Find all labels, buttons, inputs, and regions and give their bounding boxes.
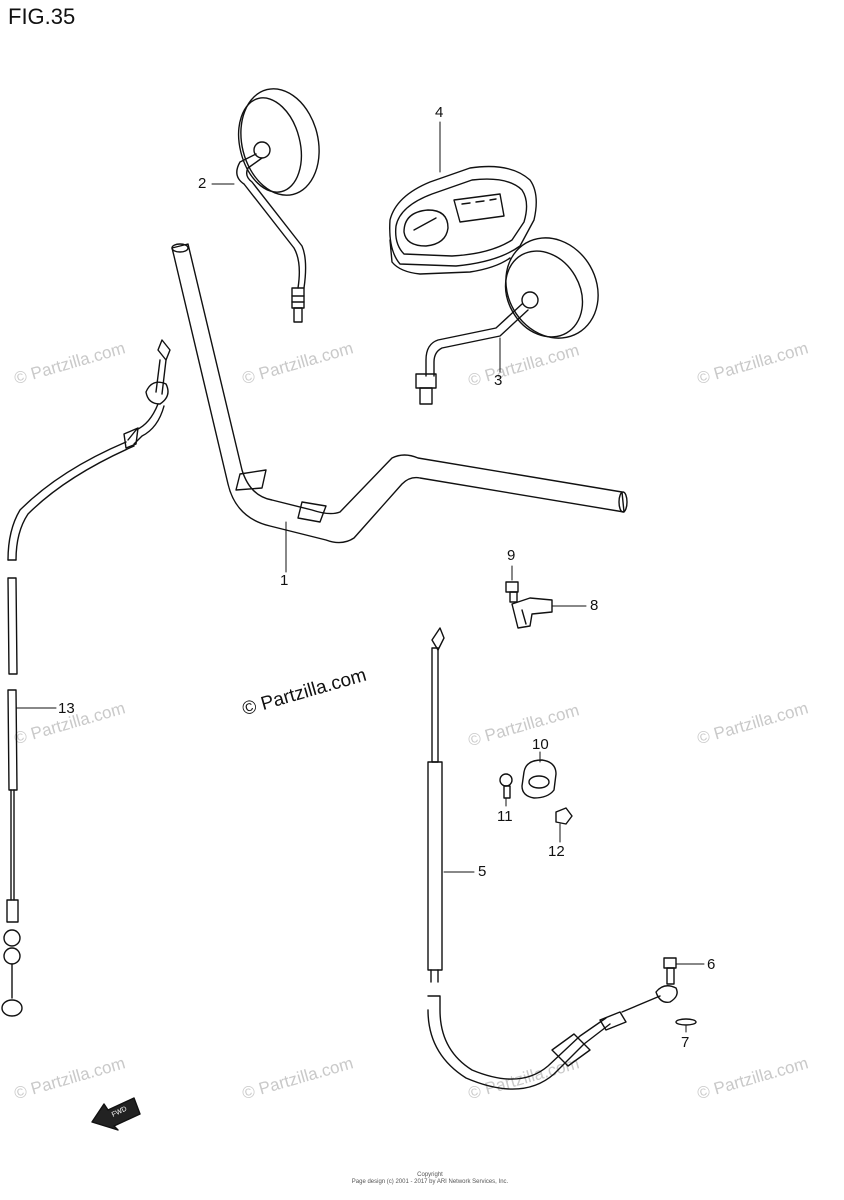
copyright-line: Copyright [417, 1172, 443, 1178]
clutch-cable-part[interactable] [1, 339, 171, 1017]
callout-3: 3 [494, 372, 503, 389]
washer-part[interactable] [675, 1018, 697, 1026]
screw-part[interactable] [505, 581, 519, 603]
callout-7: 7 [681, 1034, 690, 1051]
figure-title: FIG.35 [8, 4, 76, 29]
leader-lines [15, 121, 705, 1033]
callout-9: 9 [507, 547, 516, 564]
cable-clamp-part[interactable] [521, 759, 557, 799]
copyright-footer: Copyright Page design (c) 2001 - 2017 by… [330, 1172, 530, 1186]
callout-13: 13 [58, 700, 75, 717]
callout-6: 6 [707, 956, 716, 973]
forward-arrow-icon [91, 1097, 141, 1131]
copyright-line: Page design (c) 2001 - 2017 by ARI Netwo… [351, 1179, 509, 1185]
callout-8: 8 [590, 597, 599, 614]
callout-5: 5 [478, 863, 487, 880]
meter-assembly-part[interactable] [389, 165, 537, 275]
handlebar-part[interactable] [171, 243, 628, 544]
callout-2: 2 [198, 175, 207, 192]
callout-11: 11 [497, 808, 513, 825]
clamp-part[interactable] [511, 597, 553, 629]
callout-10: 10 [532, 736, 549, 753]
callout-12: 12 [548, 843, 565, 860]
nut-part[interactable] [555, 807, 573, 825]
left-mirror-part[interactable] [229, 80, 330, 323]
screw-part[interactable] [499, 773, 513, 799]
right-mirror-part[interactable] [415, 221, 616, 405]
callout-1: 1 [280, 572, 289, 589]
throttle-cable-part[interactable] [427, 627, 678, 1090]
bolt-part[interactable] [663, 957, 677, 985]
callout-4: 4 [435, 104, 444, 121]
